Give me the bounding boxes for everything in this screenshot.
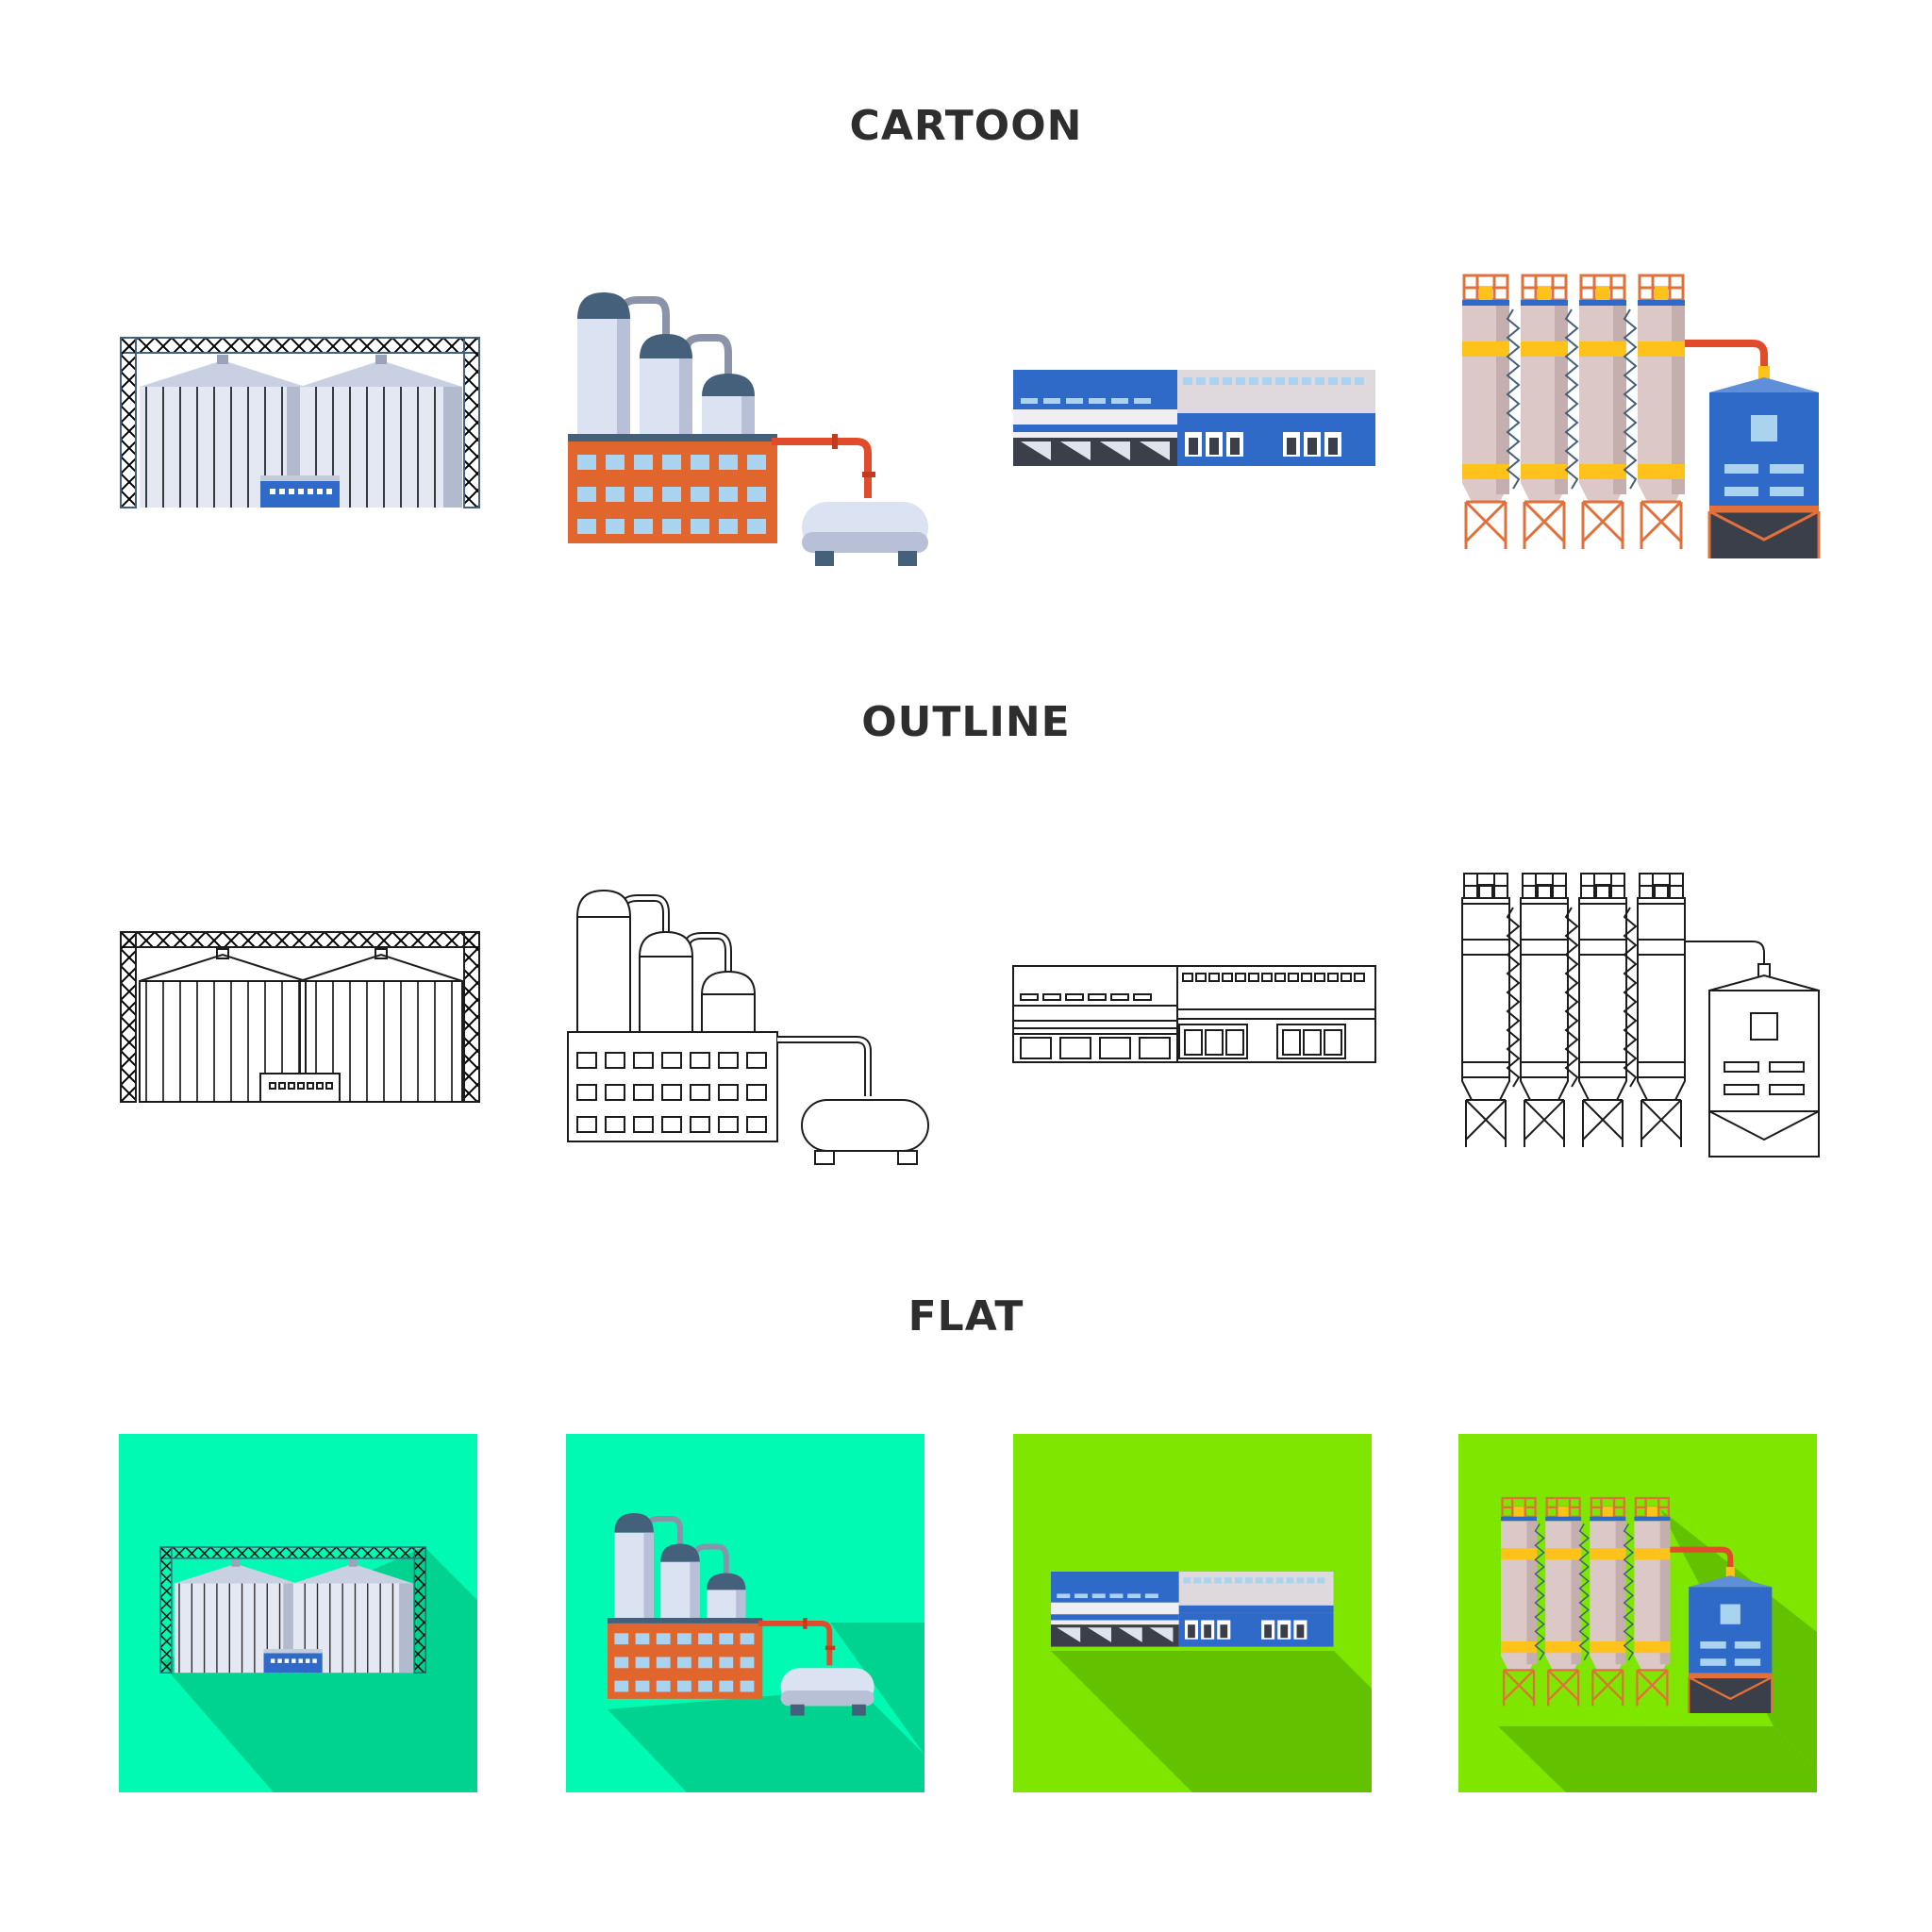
outline-grain-silo-icon bbox=[120, 931, 480, 1103]
outline-refinery-factory-icon bbox=[568, 891, 928, 1164]
flat-refinery-factory-tile bbox=[566, 1434, 924, 1792]
cartoon-warehouse-icon bbox=[1013, 370, 1375, 466]
cartoon-concrete-plant-icon bbox=[1462, 275, 1819, 558]
flat-grain-silo-tile bbox=[119, 1434, 477, 1792]
flat-warehouse-icon bbox=[1051, 1572, 1334, 1647]
flat-warehouse-tile bbox=[1013, 1434, 1372, 1792]
section-title-outline: OUTLINE bbox=[861, 698, 1071, 746]
cartoon-refinery-factory-icon bbox=[568, 292, 928, 566]
outline-warehouse-icon bbox=[1012, 965, 1376, 1063]
section-title-flat: FLAT bbox=[908, 1292, 1024, 1341]
flat-concrete-plant-tile bbox=[1458, 1434, 1817, 1792]
cartoon-grain-silo-icon bbox=[120, 337, 480, 508]
section-title-cartoon: CARTOON bbox=[849, 102, 1083, 150]
outline-concrete-plant-icon bbox=[1462, 874, 1819, 1157]
